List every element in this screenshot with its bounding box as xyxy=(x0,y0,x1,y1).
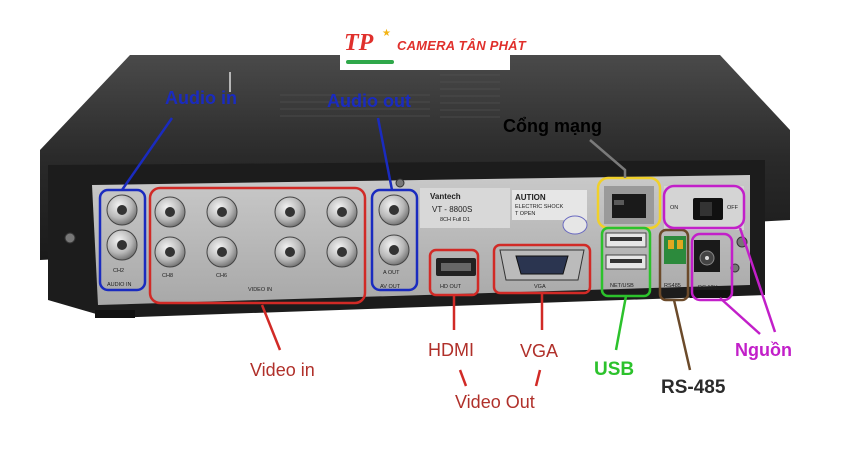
dc12v-port-label: DC 12V xyxy=(698,285,718,291)
hd-out-port-label: HD OUT xyxy=(440,284,462,290)
star-icon: ★ xyxy=(382,28,391,39)
dc-jack xyxy=(694,240,720,272)
hdmi-label: HDMI xyxy=(428,340,474,360)
video-in-port-label: VIDEO IN xyxy=(248,287,273,293)
video-in-arrow xyxy=(260,304,282,351)
av-out-port-label: AV OUT xyxy=(380,284,401,290)
center-label xyxy=(420,188,588,235)
rs485-terminal xyxy=(664,236,686,264)
rs485-label: RS-485 xyxy=(661,377,726,398)
a-out-port-label: A OUT xyxy=(383,270,400,276)
model-label: VT - 8800S xyxy=(432,205,473,214)
power-arrow-1 xyxy=(738,227,777,333)
bnc-audio-out-bottom xyxy=(378,234,410,266)
bnc-audio-in-bottom xyxy=(106,229,138,261)
bnc-video-3 xyxy=(274,196,306,228)
hdmi-port xyxy=(436,258,476,276)
bnc-video-5 xyxy=(154,236,186,268)
tp-logo-mark: TP xyxy=(344,30,374,56)
lan-port xyxy=(604,186,654,224)
logo-swoosh xyxy=(346,60,394,64)
cong-mang-label: Cổng mạng xyxy=(503,116,602,136)
caution-sub-label: ELECTRIC SHOCK xyxy=(515,204,564,210)
bnc-audio-in-top xyxy=(106,194,138,226)
video-out-label: Video Out xyxy=(455,392,535,412)
vga-box xyxy=(492,243,592,295)
ch2-label: CH2 xyxy=(113,268,125,274)
bnc-video-7 xyxy=(274,236,306,268)
usb-ports xyxy=(605,232,647,270)
bnc-video-2 xyxy=(206,196,238,228)
caution-label: AUTION xyxy=(515,193,546,202)
model-sub-label: 8CH Full D1 xyxy=(440,217,470,223)
net-usb-port-label: NET/USB xyxy=(610,283,634,289)
lan-arrow xyxy=(589,139,627,178)
bnc-video-1 xyxy=(154,196,186,228)
rs485-port-label: RS485 xyxy=(664,283,681,289)
vga-port-label: VGA xyxy=(534,284,546,290)
video-in-box xyxy=(148,186,367,305)
audio-out-arrow xyxy=(376,117,394,191)
switch-off-label: OFF xyxy=(727,205,738,211)
video-out-arrow-left xyxy=(458,369,468,387)
audio-out-label: Audio out xyxy=(327,91,411,111)
bnc-audio-out-top xyxy=(378,194,410,226)
bnc-video-8 xyxy=(326,236,358,268)
nguon-label: Nguồn xyxy=(735,340,792,360)
brand-name: CAMERA TÂN PHÁT xyxy=(397,38,526,53)
audio-out-box xyxy=(370,188,419,292)
hdmi-box xyxy=(428,248,480,297)
audio-in-port-label: AUDIO IN xyxy=(107,282,132,288)
switch-on-label: ON xyxy=(670,205,679,211)
vga-port xyxy=(499,249,585,281)
usb-label: USB xyxy=(594,359,635,380)
power-switch-box xyxy=(662,184,746,230)
usb-arrow xyxy=(614,295,628,351)
ch6-label: CH6 xyxy=(216,273,228,279)
audio-in-label: Audio in xyxy=(165,88,237,108)
audio-in-arrow xyxy=(120,117,174,191)
annotation-boxes xyxy=(98,117,777,387)
caution-sub-label-2: T OPEN xyxy=(515,211,536,217)
vantech-logo-text: Vantech xyxy=(430,192,461,201)
bnc-connectors xyxy=(106,194,410,268)
bnc-video-6 xyxy=(206,236,238,268)
vga-label: VGA xyxy=(520,341,559,361)
power-arrow-2 xyxy=(719,297,761,335)
power-switch xyxy=(664,186,744,230)
ch8-label: CH8 xyxy=(162,273,174,279)
rs485-arrow xyxy=(672,299,692,371)
video-out-arrow-right xyxy=(534,369,542,387)
dc-jack-box xyxy=(690,232,734,302)
bnc-video-4 xyxy=(326,196,358,228)
video-in-label: Video in xyxy=(250,360,315,380)
